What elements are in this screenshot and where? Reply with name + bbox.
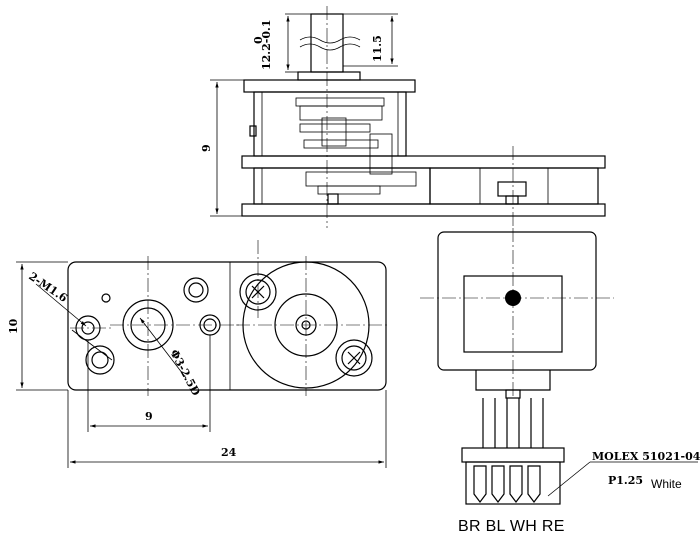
side-view — [210, 6, 606, 228]
dim-hole-spacing: 9 — [145, 410, 153, 423]
connector-color-label: White — [651, 477, 682, 491]
dim-mount-hole: 2-M1.6 — [26, 270, 70, 305]
connector-part-label: MOLEX 51021-0400 — [592, 450, 700, 463]
wire-colors-label: BR BL WH RE — [458, 518, 565, 535]
motor-end-view — [420, 228, 698, 505]
dim-body-height: 9 — [200, 144, 213, 152]
dim-overall-length: 24 — [221, 446, 237, 459]
dim-output-shaft: Φ3-2.5D — [167, 347, 202, 398]
front-view — [16, 240, 390, 468]
connector-pitch-label: P1.25 — [608, 474, 643, 487]
dim-front-height: 10 — [7, 318, 20, 334]
dim-shaft-length: 12.2-0.1 — [260, 20, 273, 71]
dim-shaft-tolerance: 0 — [252, 36, 265, 44]
dim-shaft-exposed: 11.5 — [371, 35, 384, 62]
